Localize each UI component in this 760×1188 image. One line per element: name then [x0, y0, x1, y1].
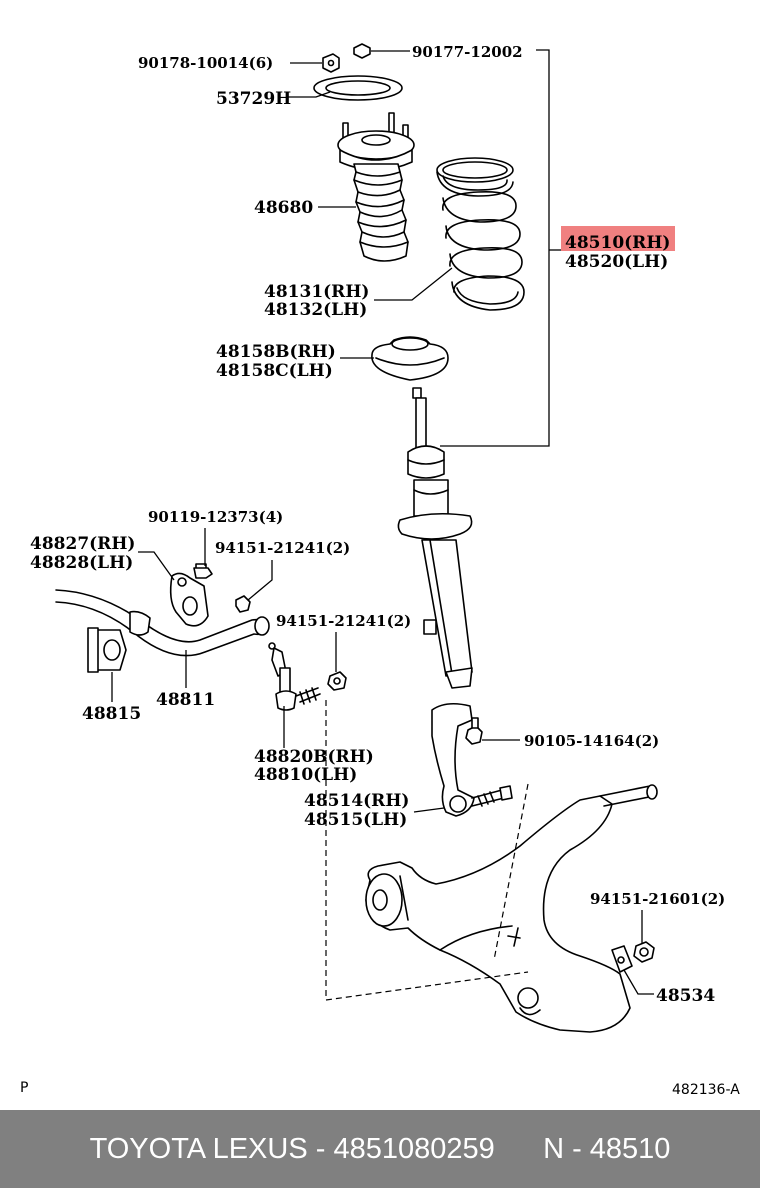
label-94151-a: 94151-21241(2) — [215, 539, 350, 557]
nut-94151-a — [235, 595, 251, 613]
label-94151-b: 94151-21241(2) — [276, 612, 411, 630]
stabilizer-link-48820 — [268, 642, 321, 711]
washer-48534 — [611, 945, 633, 973]
label-48132: 48132(LH) — [264, 300, 367, 320]
nut-94151-c — [633, 941, 655, 963]
leader-53729 — [288, 91, 331, 98]
label-48510: 48510(RH) — [565, 233, 670, 253]
label-90178: 90178-10014(6) — [138, 54, 273, 72]
label-90177: 90177-12002 — [412, 43, 523, 61]
upper-seat-53729 — [313, 75, 403, 101]
strut-mount-48680 — [337, 112, 415, 262]
leader-94151-a — [247, 560, 273, 601]
label-90119: 90119-12373(4) — [148, 508, 283, 526]
dash-link-to-arm — [325, 700, 529, 1001]
nut-94151-b — [327, 671, 347, 691]
leader-48131 — [374, 267, 453, 301]
shock-absorber-48510 — [397, 387, 473, 689]
label-48810: 48810(LH) — [254, 765, 357, 785]
label-48534: 48534 — [656, 986, 715, 1006]
nut-90178 — [322, 53, 340, 73]
label-48514: 48514(RH) — [304, 791, 409, 811]
label-48811: 48811 — [156, 690, 215, 710]
highlight-48510 — [561, 226, 675, 251]
label-48820b: 48820B(RH) — [254, 747, 374, 767]
label-48158b: 48158B(RH) — [216, 342, 336, 362]
coil-spring-48131 — [436, 157, 525, 311]
label-48515: 48515(LH) — [304, 810, 407, 830]
leader-48534 — [623, 969, 654, 995]
bolt-90105 — [465, 717, 483, 745]
stabilizer-bar-48811 — [55, 589, 270, 657]
lower-insulator-48158 — [371, 336, 449, 381]
label-90105: 90105-14164(2) — [524, 732, 659, 750]
footer-gap — [495, 1133, 543, 1166]
parts-diagram: 90178-10014(6) 90177-12002 53729H 48680 … — [20, 43, 740, 1098]
label-48815: 48815 — [82, 704, 141, 724]
footer-bar: TOYOTA LEXUS - 4851080259 N - 48510 — [0, 1110, 760, 1188]
bushing-48815 — [87, 627, 127, 673]
footer-brand: TOYOTA LEXUS - 4851080259 — [89, 1132, 495, 1165]
corner-mark: P — [20, 1080, 28, 1096]
label-48827: 48827(RH) — [30, 534, 135, 554]
leader-48827 — [138, 551, 175, 581]
leader-48514 — [413, 807, 445, 813]
label-94151-c: 94151-21601(2) — [590, 890, 725, 908]
label-53729: 53729H — [216, 89, 291, 109]
lower-control-arm — [365, 784, 658, 1033]
footer-ref: N - 48510 — [543, 1132, 671, 1165]
label-48828: 48828(LH) — [30, 553, 133, 573]
leader-bracket-48510 — [440, 49, 550, 447]
label-48158c: 48158C(LH) — [216, 361, 333, 381]
label-48520: 48520(LH) — [565, 252, 668, 272]
knuckle-arm-48514 — [431, 702, 513, 817]
nut-90177 — [353, 43, 371, 59]
diagram-code: 482136-A — [672, 1082, 740, 1098]
label-48131: 48131(RH) — [264, 282, 369, 302]
label-48680: 48680 — [254, 198, 313, 218]
bracket-48827 — [169, 563, 213, 627]
